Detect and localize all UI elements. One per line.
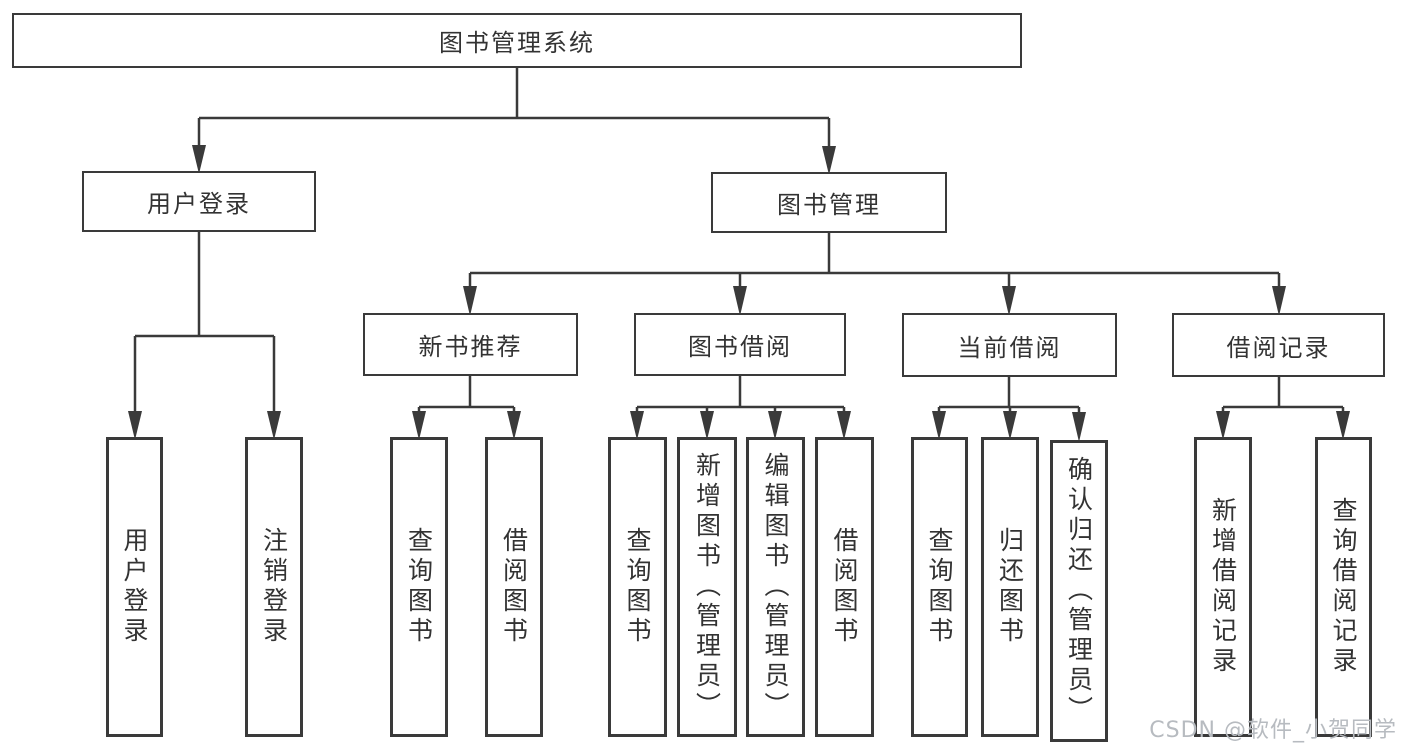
connector-root-to-level2 (197, 68, 831, 148)
node-current-borrow: 当前借阅 (902, 313, 1117, 377)
node-label: 新增图书（管理员） (692, 452, 722, 722)
csdn-watermark: CSDN @软件_小贺同学 (1149, 718, 1397, 743)
leaf-edit-book-admin: 编辑图书（管理员） (746, 437, 805, 737)
node-label: 借阅图书 (499, 527, 529, 647)
node-label: 图书管理系统 (439, 29, 595, 57)
node-root-library-system: 图书管理系统 (12, 13, 1022, 68)
node-label: 借阅记录 (1226, 333, 1331, 362)
node-label: 查询图书 (623, 527, 652, 647)
leaf-add-borrow-record: 新增借阅记录 (1194, 437, 1252, 737)
connector-book-mgmt-to-level3 (468, 233, 1281, 288)
leaf-query-books-current: 查询图书 (911, 437, 968, 737)
node-new-book-recommend: 新书推荐 (363, 313, 578, 376)
node-label: 确认归还（管理员） (1064, 456, 1094, 726)
node-label: 图书借阅 (688, 333, 792, 361)
node-label: 查询图书 (925, 527, 954, 647)
leaf-confirm-return-admin: 确认归还（管理员） (1050, 440, 1108, 742)
connector-borrow-record-to-leaves (1221, 377, 1345, 414)
node-label: 新增借阅记录 (1208, 497, 1238, 677)
connector-current-borrow-to-leaves (937, 377, 1081, 414)
leaf-borrow-books-recommend: 借阅图书 (485, 437, 543, 737)
node-label: 用户登录 (147, 190, 251, 218)
node-label: 注销登录 (259, 527, 289, 647)
node-borrow-records: 借阅记录 (1172, 313, 1385, 377)
node-user-login: 用户登录 (82, 171, 316, 232)
leaf-borrow-books-borrow: 借阅图书 (815, 437, 874, 737)
leaf-add-book-admin: 新增图书（管理员） (677, 437, 737, 737)
leaf-return-book: 归还图书 (981, 437, 1039, 737)
node-book-borrow: 图书借阅 (634, 313, 846, 376)
node-label: 查询图书 (404, 527, 434, 647)
leaf-user-login: 用户登录 (106, 437, 163, 737)
leaf-query-books-recommend: 查询图书 (390, 437, 448, 737)
node-label: 借阅图书 (830, 527, 859, 647)
node-label: 归还图书 (995, 527, 1025, 647)
node-label: 图书管理 (777, 191, 881, 219)
leaf-query-borrow-record: 查询借阅记录 (1315, 437, 1372, 737)
node-label: 查询借阅记录 (1329, 497, 1358, 677)
node-label: 当前借阅 (957, 333, 1062, 362)
node-label: 用户登录 (120, 527, 149, 647)
leaf-logout: 注销登录 (245, 437, 303, 737)
connector-new-book-to-leaves (417, 376, 516, 414)
connector-book-borrow-to-leaves (635, 376, 846, 414)
node-book-management: 图书管理 (711, 172, 947, 233)
connector-user-login-to-leaves (133, 232, 276, 413)
node-label: 编辑图书（管理员） (761, 452, 790, 722)
leaf-query-books-borrow: 查询图书 (608, 437, 667, 737)
node-label: 新书推荐 (418, 333, 523, 361)
